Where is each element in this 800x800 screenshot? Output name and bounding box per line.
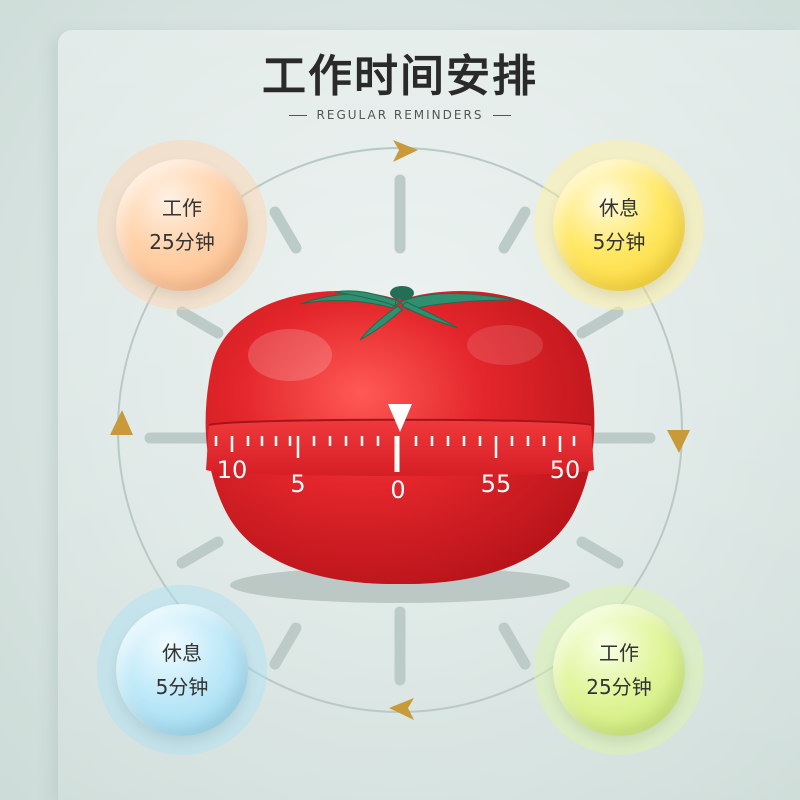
dial-number-50: 50 (550, 456, 581, 484)
page-subtitle: REGULAR REMINDERS (0, 108, 800, 122)
arrow-right-icon (667, 430, 690, 453)
bubble-inner: 工作 25分钟 (553, 604, 685, 736)
dial-scale (214, 436, 576, 472)
bubble-duration: 25分钟 (149, 230, 215, 254)
bubble-duration: 5分钟 (155, 675, 209, 699)
dial-number-0: 0 (390, 476, 405, 504)
bubble-label: 工作 (162, 196, 202, 220)
dial-number-10: 10 (217, 456, 248, 484)
schedule-bubble-rest-1: 休息 5分钟 (534, 140, 704, 310)
bubble-duration: 5分钟 (592, 230, 646, 254)
bubble-duration: 25分钟 (586, 675, 652, 699)
page-title: 工作时间安排 (262, 51, 538, 102)
subtitle-text: REGULAR REMINDERS (316, 108, 484, 122)
tomato-timer-icon: 10 5 0 55 50 (205, 286, 595, 585)
arrow-top-icon (393, 140, 418, 162)
cycle-arrows (110, 140, 690, 720)
arrow-left-icon (110, 410, 133, 435)
subtitle-left-dash (288, 115, 307, 116)
bubble-label: 工作 (599, 641, 639, 665)
arrow-bottom-icon (389, 698, 414, 720)
schedule-bubble-rest-2: 休息 5分钟 (97, 585, 267, 755)
bubble-inner: 工作 25分钟 (116, 159, 248, 291)
dial-number-5: 5 (290, 470, 305, 498)
bubble-label: 休息 (599, 196, 639, 220)
tomato-shadow (230, 567, 570, 603)
schedule-bubble-work-2: 工作 25分钟 (534, 585, 704, 755)
leaf-icon (299, 290, 516, 341)
dial-number-55: 55 (481, 470, 512, 498)
bubble-inner: 休息 5分钟 (553, 159, 685, 291)
subtitle-right-dash (493, 115, 512, 116)
schedule-bubble-work-1: 工作 25分钟 (97, 140, 267, 310)
stem-icon (390, 286, 414, 300)
bubble-label: 休息 (162, 641, 202, 665)
bubble-inner: 休息 5分钟 (116, 604, 248, 736)
pointer-icon (388, 404, 412, 432)
